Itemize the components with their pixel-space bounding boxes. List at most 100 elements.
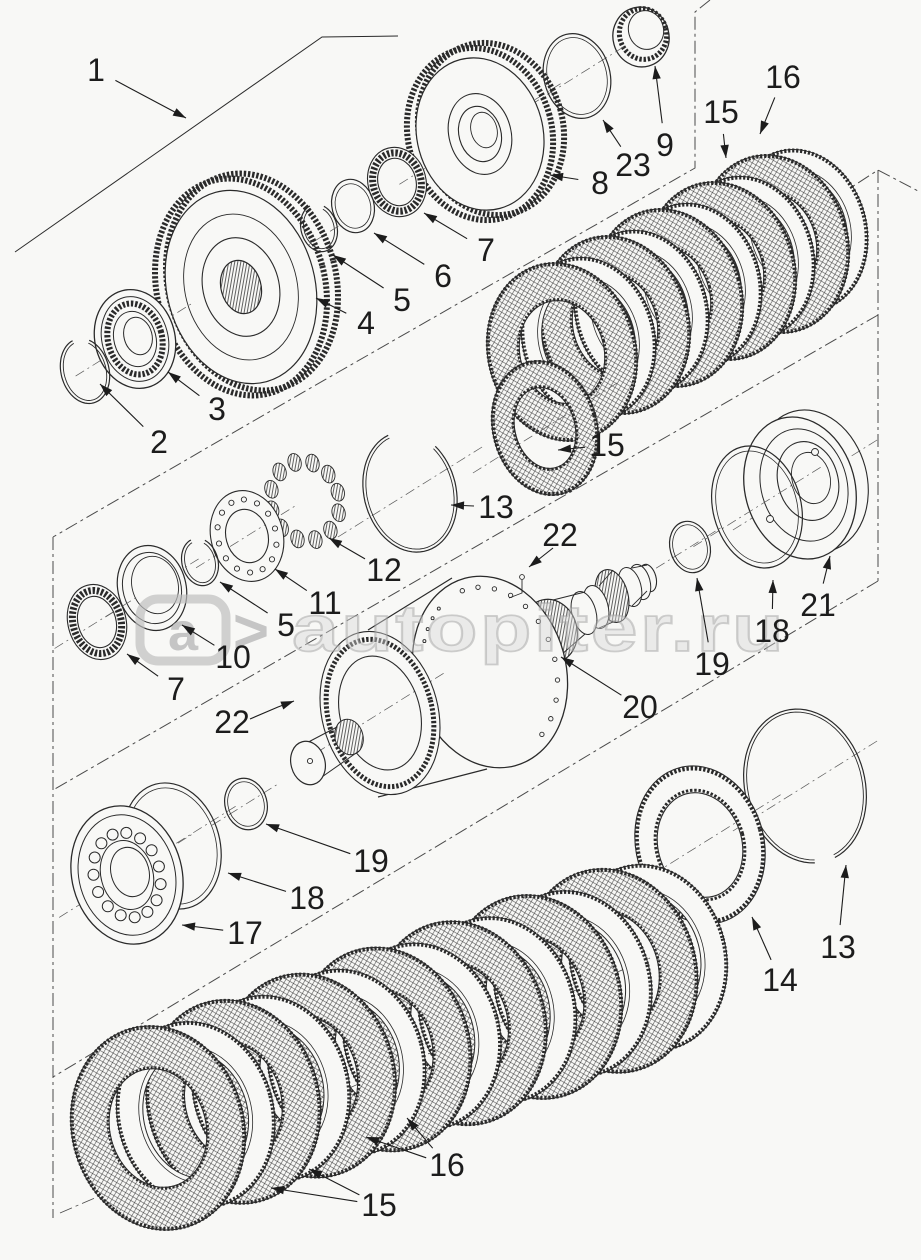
clutch-pack-upper [485,148,869,442]
path-shape [131,555,179,615]
arrowhead [271,1185,285,1195]
centerline [530,46,624,106]
arrowhead [822,556,831,570]
circle-shape [811,448,819,456]
path-shape [227,781,265,827]
leader-line [265,823,351,855]
leader-line [270,1187,358,1203]
callout-2: 2 [99,383,168,460]
path-shape [66,584,128,660]
callout-19-right: 19 [694,577,730,682]
callout-15-mid: 15 [557,427,625,463]
callout-7-mid: 7 [126,653,185,707]
callout-10: 10 [181,624,251,675]
path-shape [190,994,352,1183]
path-shape [219,259,263,315]
circle-shape [545,636,551,643]
circle-shape [218,509,226,516]
hole-ring [214,496,280,576]
path-shape [341,942,503,1131]
g-shape [616,6,670,62]
path-shape [287,453,302,472]
circle-shape [539,731,545,738]
divider-right-corner [837,169,921,197]
callout-number: 15 [361,1187,397,1223]
pinion-roller [331,503,346,522]
callout-5-mid: 5 [219,581,295,643]
arrowhead [366,1137,380,1146]
callout-9: 9 [652,65,674,163]
bearing-17 [70,805,184,945]
arrowhead [558,444,572,453]
callout-17: 17 [181,915,263,951]
arrowhead [768,580,777,594]
path-shape [743,416,857,560]
path-shape [628,10,664,50]
path-shape [100,296,170,382]
path-shape [362,434,458,553]
pinion-roller [264,480,279,499]
path-shape [457,105,503,163]
path-shape [486,263,638,441]
centerline [54,595,140,649]
g-shape [104,300,166,378]
arrowhead [100,384,113,397]
g-shape [457,105,503,163]
path-shape [408,961,511,1085]
callout-number: 12 [366,552,402,588]
centerline [619,794,781,896]
path-shape [116,544,188,632]
circle-shape [553,697,559,703]
callout-number: 21 [800,587,836,623]
ring-19-bottom [224,777,268,831]
circle-shape [535,618,542,625]
g-shape [334,183,372,229]
circle-shape [152,860,165,873]
arrowhead [333,255,347,266]
path-shape [115,1020,276,1209]
arrowhead [316,298,330,308]
arrowhead [182,922,196,931]
callout-13-bottom: 13 [820,864,856,965]
circle-shape [273,541,280,548]
callout-number: 15 [589,427,625,463]
path-shape [323,520,338,540]
callout-8: 8 [549,165,609,201]
g-shape [219,259,263,315]
callout-7-top: 7 [423,212,495,268]
path-shape [123,316,153,356]
circle-shape [145,844,158,857]
callout-number: 22 [542,517,578,553]
bearing-balls [87,826,167,924]
callout-21: 21 [800,555,836,623]
path-shape [552,591,586,601]
path-shape [412,576,568,768]
g-shape [627,10,665,50]
path-shape [184,542,216,584]
callout-18-bottom: 18 [227,872,325,916]
path-shape [209,490,285,582]
arrowhead [172,108,186,118]
path-shape [634,766,766,924]
ring-19-right [668,520,712,574]
circle-shape [552,656,558,662]
arrowhead [529,555,542,567]
centerline [211,782,281,826]
circle-shape [88,851,101,864]
callout-19-bottom: 19 [265,823,389,879]
path-shape [334,719,364,755]
callout-number: 4 [357,305,375,341]
g-shape [490,360,600,496]
circle-shape [101,900,114,913]
path-shape [367,577,453,631]
path-shape [470,111,498,149]
circle-shape [265,510,272,517]
arrowhead [752,917,762,931]
path-shape [567,863,729,1052]
path-shape [264,480,279,499]
path-shape [112,310,158,368]
arrowhead [720,144,729,158]
g-shape [110,846,150,898]
snap-ring-2 [59,339,111,405]
path-shape [508,580,523,599]
